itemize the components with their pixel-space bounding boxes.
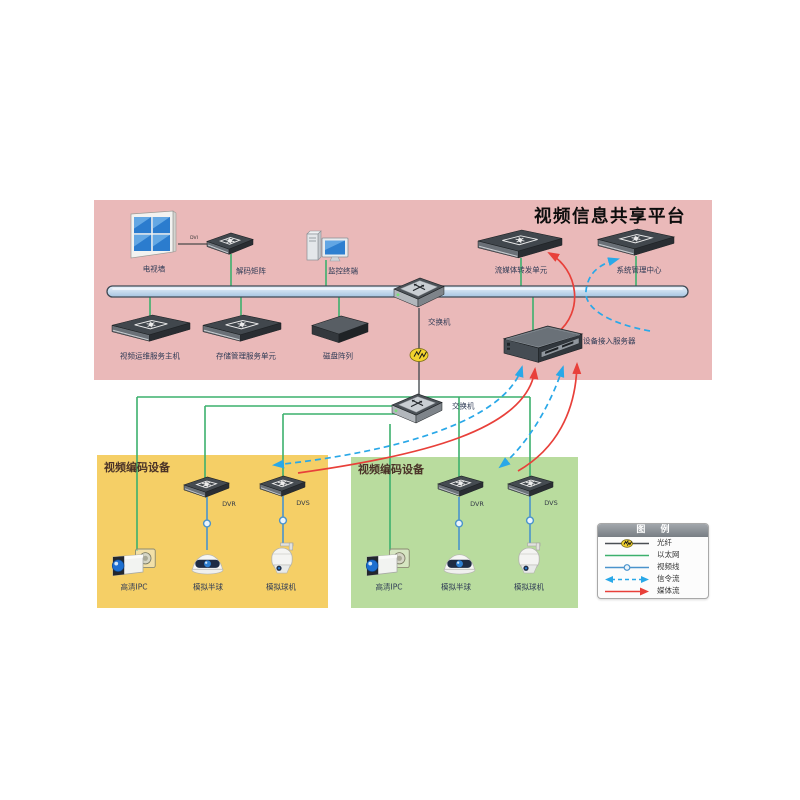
label-disk-array: 磁盘阵列 [323, 351, 353, 361]
legend-item-video: 视频线 [598, 561, 708, 573]
storage-unit-icon [202, 314, 282, 342]
page-title: 视频信息共享平台 [534, 207, 686, 227]
legend-label-video: 视频线 [657, 562, 680, 572]
label-dome-1: 模拟半球 [193, 582, 223, 592]
ptz-1-icon [271, 542, 294, 574]
legend-label-signal: 信令流 [657, 574, 680, 584]
label-dome-2: 模拟半球 [441, 582, 471, 592]
switch-top-icon [393, 277, 445, 308]
legend-item-fiber: 光纤 [598, 537, 708, 549]
label-ptz-2: 模拟球机 [514, 582, 544, 592]
dome-2-icon [443, 554, 476, 575]
legend-box: 图 例 光纤以太网视频线信令流媒体流 [597, 523, 709, 599]
region-label-encoder-group-2: 视频编码设备 [358, 463, 424, 476]
label-access-server: 设备接入服务器 [583, 336, 636, 346]
system-mgmt-center-icon [596, 228, 676, 256]
ipc-2-icon [365, 548, 410, 577]
signal-flow [585, 257, 651, 332]
region-label-encoder-group-1: 视频编码设备 [104, 461, 170, 474]
legend-title: 图 例 [598, 524, 708, 537]
label-decoder: 解码矩阵 [236, 266, 266, 276]
signal-flow [272, 365, 524, 469]
legend-sample-fiber [605, 538, 649, 548]
label-ipc-1: 高清IPC [120, 582, 148, 592]
dome-1-icon [191, 554, 224, 575]
ops-host-icon [111, 314, 191, 342]
ptz-2-icon [518, 542, 541, 574]
tv-wall-icon [130, 210, 177, 259]
dvr-1-icon [183, 476, 230, 498]
fiber-marker [409, 348, 429, 362]
label-monitor-terminal: 监控终端 [328, 266, 358, 276]
legend-rows: 光纤以太网视频线信令流媒体流 [598, 537, 708, 597]
wires [106, 243, 689, 551]
media-flow [517, 362, 582, 472]
access-server-icon [502, 325, 584, 363]
signal-flow [498, 365, 565, 469]
label-system-mgmt-center: 系统管理中心 [616, 265, 662, 275]
legend-sample-media [605, 587, 649, 595]
decoder-icon [206, 232, 254, 255]
label-switch-bottom: 交换机 [452, 401, 475, 411]
legend-sample-signal [605, 575, 649, 583]
legend-sample-ethernet [605, 554, 649, 556]
ipc-1-icon [111, 548, 156, 577]
dvs-2-icon [507, 475, 554, 497]
media-forward-unit-icon [477, 229, 563, 259]
legend-item-signal: 信令流 [598, 573, 708, 585]
label-switch-top: 交换机 [428, 317, 451, 327]
legend-item-ethernet: 以太网 [598, 549, 708, 561]
disk-array-icon [311, 315, 369, 344]
legend-label-media: 媒体流 [657, 586, 680, 596]
label-dvr-2: DVR [470, 500, 484, 508]
video-line-marker [202, 519, 212, 528]
legend-label-fiber: 光纤 [657, 538, 672, 548]
legend-item-media: 媒体流 [598, 585, 708, 597]
label-ops-host: 视频运维服务主机 [120, 351, 180, 361]
label-tv-wall: 电视墙 [142, 264, 166, 274]
monitor-terminal-icon [306, 230, 349, 262]
label-dvr-1: DVR [222, 500, 236, 508]
label-dvs-1: DVS [296, 499, 310, 507]
dvs-1-icon [259, 475, 306, 497]
legend-sample-video [605, 563, 649, 571]
dvi-link-label: DVI [190, 235, 198, 241]
devices [111, 210, 676, 577]
video-line-marker [454, 519, 464, 528]
label-ptz-1: 模拟球机 [266, 582, 296, 592]
media-flow [547, 252, 576, 334]
label-dvs-2: DVS [544, 499, 558, 507]
dvr-2-icon [437, 475, 484, 497]
media-flow [297, 367, 539, 474]
video-line-marker [278, 516, 288, 525]
label-ipc-2: 高清IPC [375, 582, 403, 592]
switch-bottom-icon [391, 393, 443, 424]
label-media-forward-unit: 流媒体转发单元 [494, 265, 548, 275]
legend-label-ethernet: 以太网 [657, 550, 680, 560]
video-line-marker [525, 516, 535, 525]
label-storage-unit: 存储管理服务单元 [216, 351, 276, 361]
